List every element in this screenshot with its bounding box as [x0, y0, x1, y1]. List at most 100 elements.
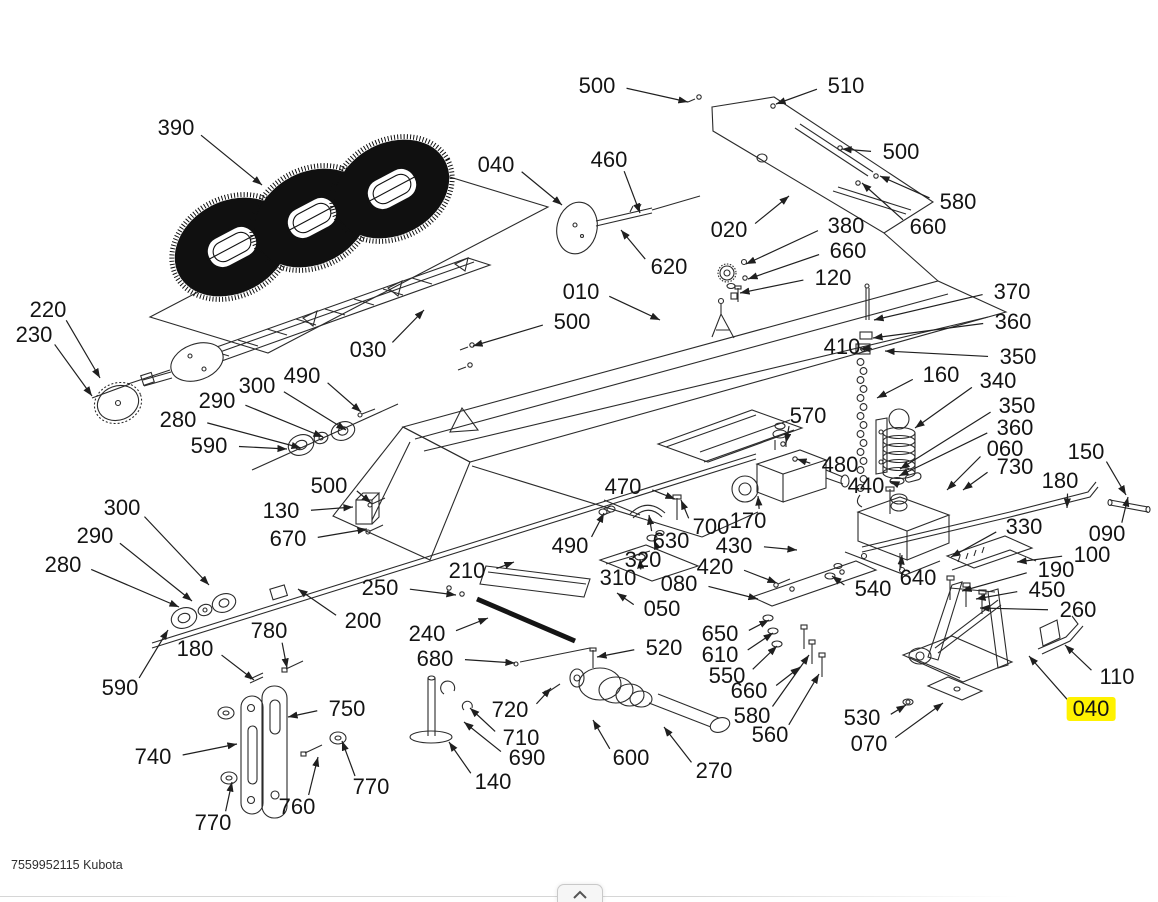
leader-line-350 — [899, 411, 991, 470]
leader-line-490 — [590, 512, 605, 538]
chevron-up-icon — [573, 890, 587, 899]
leader-line-160 — [876, 378, 914, 399]
leader-line-050 — [616, 592, 635, 606]
handle-rod-180 — [861, 481, 1151, 655]
part-label-140: 140 — [474, 769, 512, 794]
part-label-330: 330 — [1005, 514, 1043, 539]
part-label-680: 680 — [416, 646, 454, 671]
plates-330-100 — [945, 535, 1037, 614]
leader-line-690 — [463, 721, 502, 753]
part-label-170: 170 — [729, 508, 767, 533]
leader-line-460 — [623, 171, 641, 214]
part-label-710: 710 — [502, 725, 540, 750]
pto-shaft-600 — [569, 647, 731, 733]
inner-plate-570 — [656, 409, 804, 463]
leader-line-130 — [310, 504, 354, 512]
leader-line-730 — [962, 471, 988, 491]
part-label-070: 070 — [850, 731, 888, 756]
leader-line-520 — [596, 649, 635, 659]
leader-line-620 — [620, 229, 646, 260]
part-label-500: 500 — [578, 73, 616, 98]
leader-line-770 — [341, 740, 356, 777]
part-label-260: 260 — [1059, 597, 1097, 622]
leader-line-300 — [144, 516, 210, 586]
leader-line-380 — [745, 230, 819, 265]
part-label-660: 660 — [829, 238, 867, 263]
part-label-110: 110 — [1099, 664, 1135, 689]
chain-160 — [855, 283, 888, 508]
part-label-300: 300 — [103, 495, 141, 520]
leader-line-020 — [754, 195, 790, 225]
leader-line-740 — [182, 742, 238, 756]
leader-line-540 — [831, 575, 845, 586]
leader-line-240 — [455, 617, 489, 632]
part-label-310: 310 — [599, 565, 637, 590]
leader-line-320 — [653, 539, 661, 551]
part-label-390: 390 — [157, 115, 195, 140]
part-label-450: 450 — [1028, 577, 1066, 602]
part-label-700: 700 — [692, 514, 730, 539]
part-label-380: 380 — [827, 213, 865, 238]
part-label-500: 500 — [310, 473, 348, 498]
leader-line-410 — [859, 344, 872, 353]
part-label-020: 020 — [710, 217, 748, 242]
leader-line-010 — [609, 295, 661, 321]
part-label-490: 490 — [551, 533, 589, 558]
leader-line-500 — [626, 87, 689, 104]
part-label-480: 480 — [821, 452, 859, 477]
leader-line-630 — [646, 514, 655, 532]
support-rod-200 — [151, 403, 757, 649]
part-label-180: 180 — [176, 636, 214, 661]
part-label-010: 010 — [562, 279, 600, 304]
leader-line-350 — [884, 347, 989, 358]
part-label-210: 210 — [448, 558, 486, 583]
leader-line-270 — [663, 726, 692, 763]
part-label-360: 360 — [996, 415, 1034, 440]
part-label-440: 440 — [847, 473, 885, 498]
leader-line-190 — [961, 572, 1027, 592]
part-label-600: 600 — [612, 745, 650, 770]
leader-line-770 — [225, 781, 234, 812]
top-plate-020 — [696, 94, 939, 282]
part-label-520: 520 — [645, 635, 683, 660]
part-label-370: 370 — [993, 279, 1031, 304]
leader-line-390 — [200, 134, 263, 186]
leader-line-100 — [1016, 555, 1063, 565]
bracket-740-750 — [217, 660, 347, 819]
leader-line-750 — [287, 710, 318, 719]
part-label-360: 360 — [994, 309, 1032, 334]
part-label-660: 660 — [730, 678, 768, 703]
leader-line-280 — [207, 422, 302, 449]
leader-line-500 — [841, 146, 872, 154]
leader-line-440 — [889, 480, 901, 489]
leader-line-360 — [898, 432, 988, 477]
part-label-340: 340 — [979, 368, 1017, 393]
leader-line-360 — [872, 322, 984, 341]
part-label-500: 500 — [882, 139, 920, 164]
part-label-560: 560 — [751, 722, 789, 747]
leader-line-210 — [496, 561, 515, 570]
leader-line-600 — [592, 719, 611, 750]
leader-line-580 — [771, 654, 810, 707]
leader-line-640 — [897, 554, 905, 568]
hardware-column — [750, 560, 878, 677]
leader-line-120 — [739, 279, 804, 295]
part-label-230: 230 — [15, 322, 53, 347]
leader-line-290 — [119, 542, 193, 602]
leader-line-660 — [775, 666, 801, 686]
leader-line-510 — [775, 88, 818, 105]
leader-line-760 — [308, 756, 320, 796]
leader-line-370 — [873, 294, 983, 322]
leader-line-090 — [1121, 496, 1130, 523]
leader-lines — [54, 87, 1130, 812]
part-label-040: 040 — [477, 152, 515, 177]
part-label-090: 090 — [1088, 521, 1126, 546]
spring-340 — [882, 408, 922, 514]
scroll-top-button[interactable] — [557, 884, 603, 902]
leader-line-340 — [914, 386, 973, 429]
part-label-580: 580 — [733, 703, 771, 728]
leader-line-580 — [879, 175, 930, 199]
main-deck-010 — [332, 263, 1008, 561]
part-label-690: 690 — [508, 745, 546, 770]
